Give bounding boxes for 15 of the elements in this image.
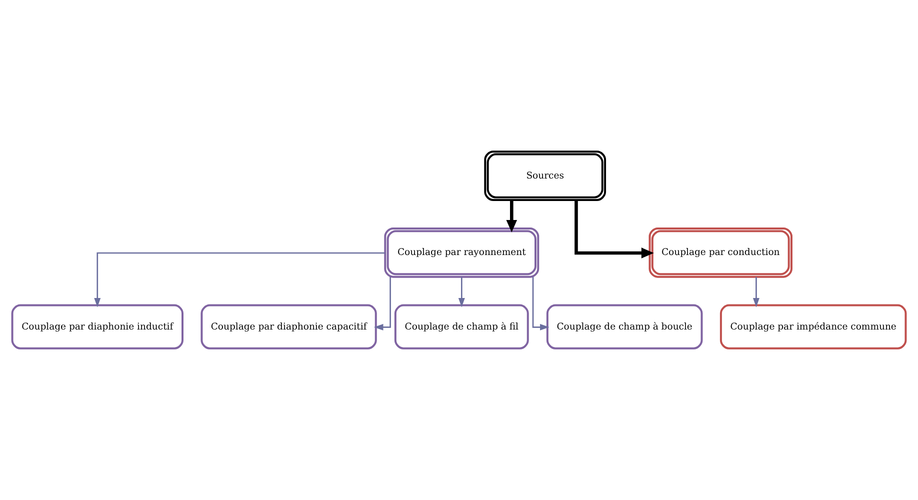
- node-box: Couplage par conduction: [648, 227, 792, 278]
- node-box: Couplage par diaphonie inductif: [11, 304, 184, 350]
- arrow: [94, 252, 386, 308]
- node-box: Couplage de champ à boucle: [546, 304, 703, 350]
- arrow: [532, 276, 550, 330]
- node-box: Couplage de champ à fil: [394, 304, 529, 350]
- arrow: [374, 276, 391, 330]
- arrow: [574, 200, 654, 258]
- node-box: Couplage par impédance commune: [720, 304, 907, 350]
- arrow: [752, 276, 760, 308]
- node-box: Couplage par rayonnement: [384, 227, 540, 278]
- arrow: [458, 276, 465, 308]
- node-box: Couplage par diaphonie capacitif: [200, 304, 377, 350]
- node-box: Sources: [484, 150, 606, 201]
- arrow: [506, 200, 518, 232]
